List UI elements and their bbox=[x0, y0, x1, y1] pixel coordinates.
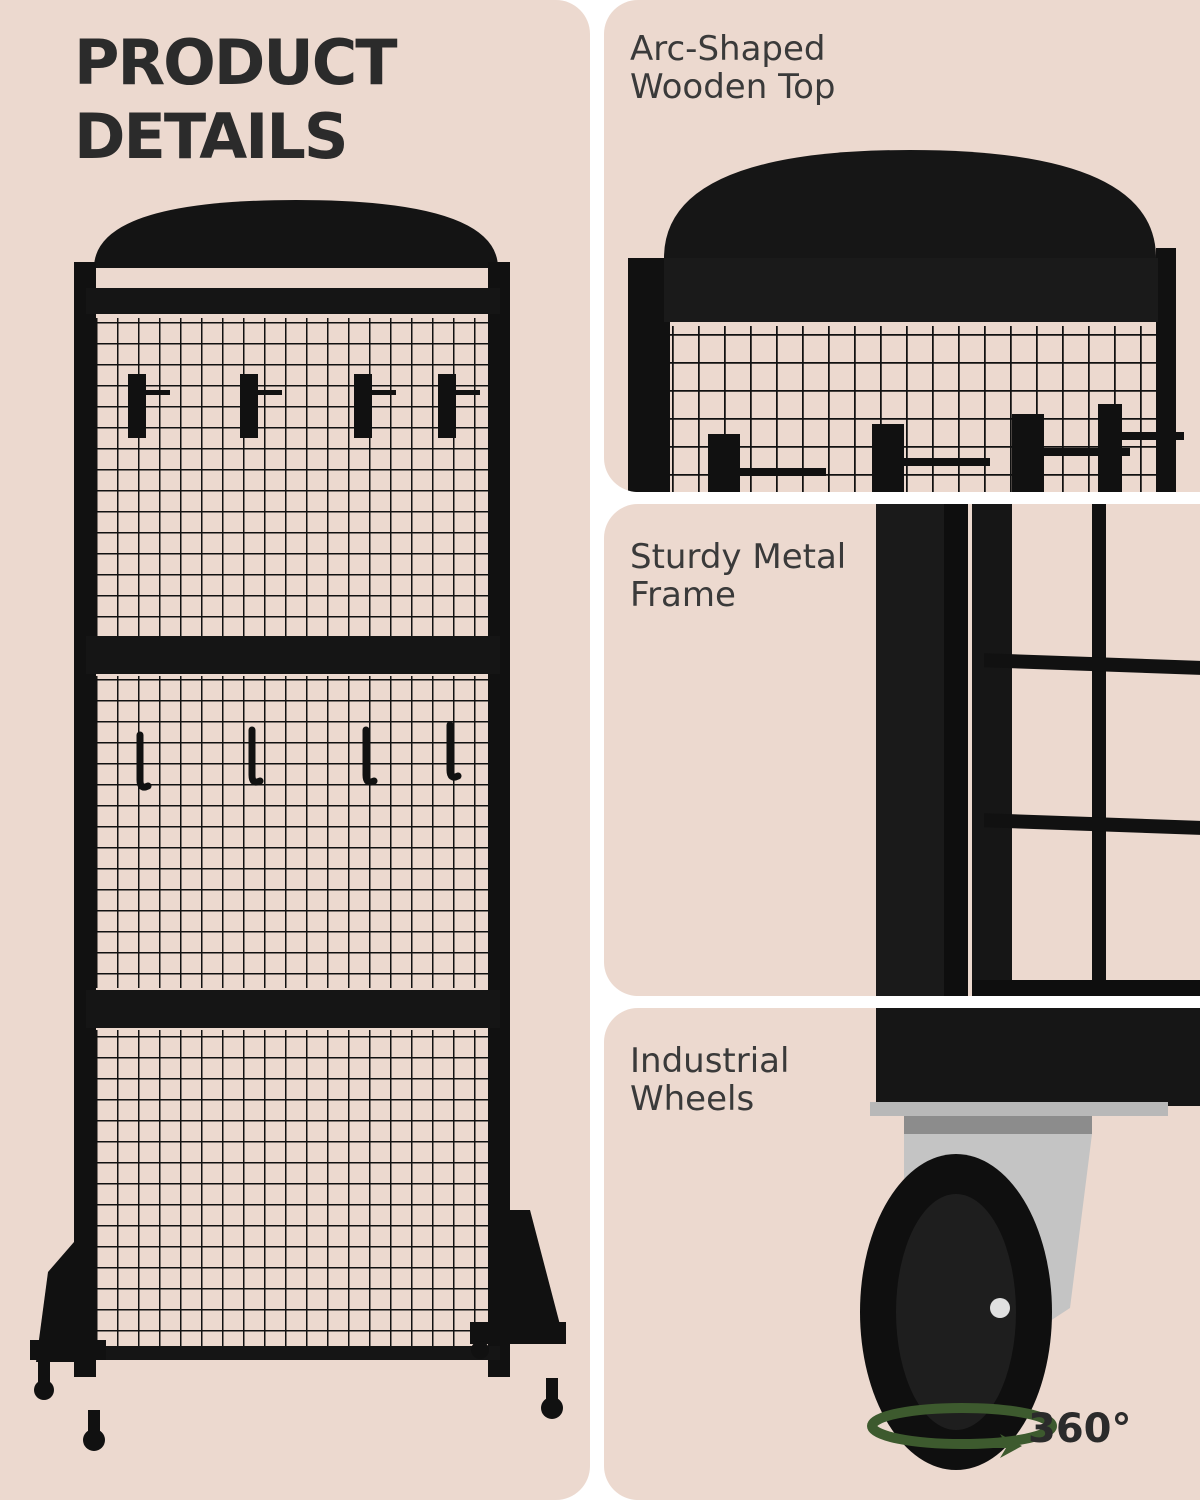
arc-top-closeup-image bbox=[628, 150, 1184, 492]
industrial-wheels-detail-panel: Industrial Wheels 360° bbox=[604, 1008, 1200, 1500]
caster-wheel-closeup-image bbox=[860, 1008, 1200, 1470]
metal-frame-detail-panel: Sturdy Metal Frame bbox=[604, 504, 1200, 996]
metal-frame-closeup-image bbox=[876, 504, 1200, 996]
industrial-wheels-label: Industrial Wheels bbox=[630, 1041, 790, 1119]
arc-top-detail-panel: Arc-Shaped Wooden Top bbox=[604, 0, 1200, 492]
product-overview-panel: PRODUCT DETAILS bbox=[0, 0, 590, 1500]
page-title: PRODUCT DETAILS bbox=[74, 26, 397, 173]
grid-display-rack-image bbox=[30, 200, 566, 1451]
rotation-360-label: 360° bbox=[1028, 1406, 1132, 1452]
metal-frame-label: Sturdy Metal Frame bbox=[630, 537, 847, 615]
arc-top-label: Arc-Shaped Wooden Top bbox=[630, 29, 836, 107]
